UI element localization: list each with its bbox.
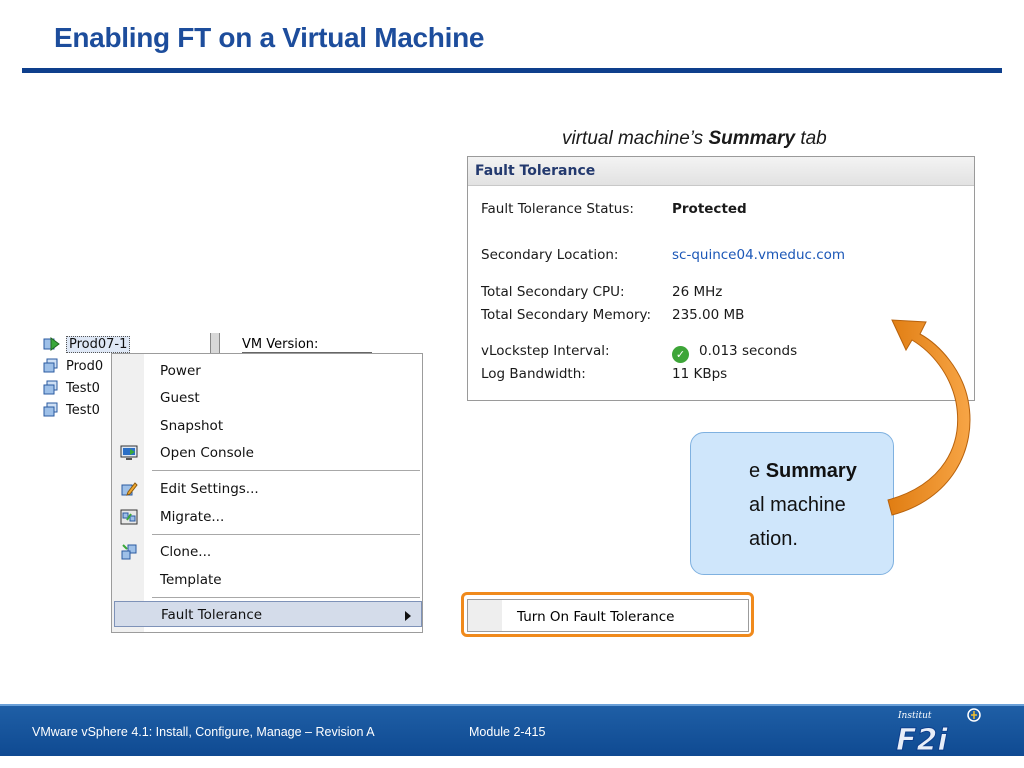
vm-version-label: VM Version: bbox=[242, 337, 319, 352]
menu-item-label: Fault Tolerance bbox=[161, 607, 263, 623]
vm-icon bbox=[43, 380, 58, 395]
clone-icon bbox=[121, 544, 137, 560]
footer-course: VMware vSphere 4.1: Install, Configure, … bbox=[32, 725, 375, 739]
menu-item-label: Clone... bbox=[160, 544, 212, 560]
footer-bar: VMware vSphere 4.1: Install, Configure, … bbox=[0, 704, 1024, 756]
secondary-memory-value: 235.00 MB bbox=[672, 307, 745, 323]
tree-item-label: Prod0 bbox=[66, 358, 104, 374]
tree-item-prod07-1[interactable]: Prod07-1 bbox=[42, 333, 131, 355]
tree-item-label: Test0 bbox=[66, 402, 100, 418]
title-rule bbox=[22, 68, 1002, 73]
callout-line-1-bold: Summary bbox=[765, 460, 857, 482]
menu-separator bbox=[152, 534, 420, 535]
menu-item-clone[interactable]: Clone... bbox=[112, 539, 422, 565]
secondary-cpu-label: Total Secondary CPU: bbox=[481, 284, 625, 300]
tree-item-test0-a[interactable]: Test0 bbox=[42, 377, 130, 399]
menu-separator bbox=[152, 470, 420, 471]
vm-inventory-tree: Prod07-1 Prod0 Test0 Test0 bbox=[42, 333, 131, 421]
f2i-logo-icon: Institut F2i bbox=[896, 708, 981, 756]
fault-tolerance-panel: Fault Tolerance Fault Tolerance Status: … bbox=[467, 156, 975, 401]
submenu-highlight-box bbox=[461, 592, 754, 637]
console-icon bbox=[120, 445, 138, 460]
menu-item-power[interactable]: Power bbox=[112, 358, 422, 384]
callout-line-1-prefix: e bbox=[749, 460, 766, 482]
menu-item-label: Migrate... bbox=[160, 509, 225, 525]
log-bandwidth-label: Log Bandwidth: bbox=[481, 366, 586, 382]
tree-item-label: Test0 bbox=[66, 380, 100, 396]
menu-item-label: Open Console bbox=[160, 445, 254, 461]
callout-line-3: ation. bbox=[749, 528, 798, 550]
vlockstep-value-text: 0.013 seconds bbox=[699, 343, 798, 359]
fault-tolerance-submenu: Turn On Fault Tolerance bbox=[467, 599, 749, 632]
callout-line-2: al machine bbox=[749, 494, 846, 516]
secondary-location-label: Secondary Location: bbox=[481, 247, 619, 263]
vm-ft-icon bbox=[43, 337, 60, 351]
footer-module: Module 2-415 bbox=[469, 725, 546, 739]
menu-separator bbox=[152, 597, 420, 598]
menu-item-label: Power bbox=[160, 363, 201, 379]
vm-version-rule bbox=[242, 352, 372, 353]
curved-arrow-icon bbox=[887, 319, 971, 516]
menu-item-guest[interactable]: Guest bbox=[112, 385, 422, 411]
callout-box bbox=[690, 432, 894, 575]
tree-item-prod0[interactable]: Prod0 bbox=[42, 355, 130, 377]
vlockstep-value: ✓ 0.013 seconds bbox=[672, 343, 797, 363]
submenu-arrow-icon bbox=[405, 611, 411, 621]
tree-item-label: Prod07-1 bbox=[66, 335, 131, 353]
menu-item-snapshot[interactable]: Snapshot bbox=[112, 413, 422, 439]
menu-item-open-console[interactable]: Open Console bbox=[112, 440, 422, 466]
caption-suffix: tab bbox=[795, 128, 827, 149]
secondary-location-link[interactable]: sc-quince04.vmeduc.com bbox=[672, 247, 846, 263]
caption-prefix: virtual machine’s bbox=[562, 128, 709, 149]
menu-item-label: Snapshot bbox=[160, 418, 224, 434]
menu-item-fault-tolerance[interactable]: Fault Tolerance bbox=[114, 601, 422, 627]
tree-item-test0-b[interactable]: Test0 bbox=[42, 399, 130, 421]
secondary-cpu-value: 26 MHz bbox=[672, 284, 723, 300]
ft-status-label: Fault Tolerance Status: bbox=[481, 201, 634, 217]
vm-icon bbox=[43, 358, 58, 373]
logo-text: F2i bbox=[896, 723, 948, 756]
check-icon: ✓ bbox=[672, 346, 689, 363]
caption-bold: Summary bbox=[708, 128, 796, 149]
vm-version-area: VM Version: bbox=[210, 333, 372, 355]
menu-item-migrate[interactable]: Migrate... bbox=[112, 504, 422, 530]
menu-item-label: Guest bbox=[160, 390, 200, 406]
ft-status-value: Protected bbox=[672, 201, 747, 217]
logo-tagline: Institut bbox=[897, 711, 932, 721]
menu-item-turn-on-ft[interactable]: Turn On Fault Tolerance bbox=[517, 609, 675, 625]
panel-caption: virtual machine’s Summary tab bbox=[562, 128, 827, 150]
callout-line-1: e Summary bbox=[749, 454, 889, 488]
menu-item-template[interactable]: Template bbox=[112, 567, 422, 593]
edit-settings-icon bbox=[121, 482, 138, 496]
ft-panel-header: Fault Tolerance bbox=[468, 157, 974, 186]
migrate-icon bbox=[120, 509, 138, 525]
secondary-memory-label: Total Secondary Memory: bbox=[481, 307, 652, 323]
slide-title: Enabling FT on a Virtual Machine bbox=[54, 22, 485, 53]
menu-item-label: Template bbox=[160, 572, 222, 588]
splitter-handle[interactable] bbox=[210, 333, 220, 353]
log-bandwidth-value: 11 KBps bbox=[672, 366, 728, 382]
menu-item-edit-settings[interactable]: Edit Settings... bbox=[112, 476, 422, 502]
menu-item-label: Edit Settings... bbox=[160, 481, 259, 497]
vm-icon bbox=[43, 402, 58, 417]
submenu-gutter bbox=[468, 600, 502, 631]
context-menu: Power Guest Snapshot Open Console Edit S… bbox=[111, 353, 423, 633]
callout-text: e Summary al machine ation. bbox=[749, 454, 889, 556]
vlockstep-label: vLockstep Interval: bbox=[481, 343, 610, 359]
